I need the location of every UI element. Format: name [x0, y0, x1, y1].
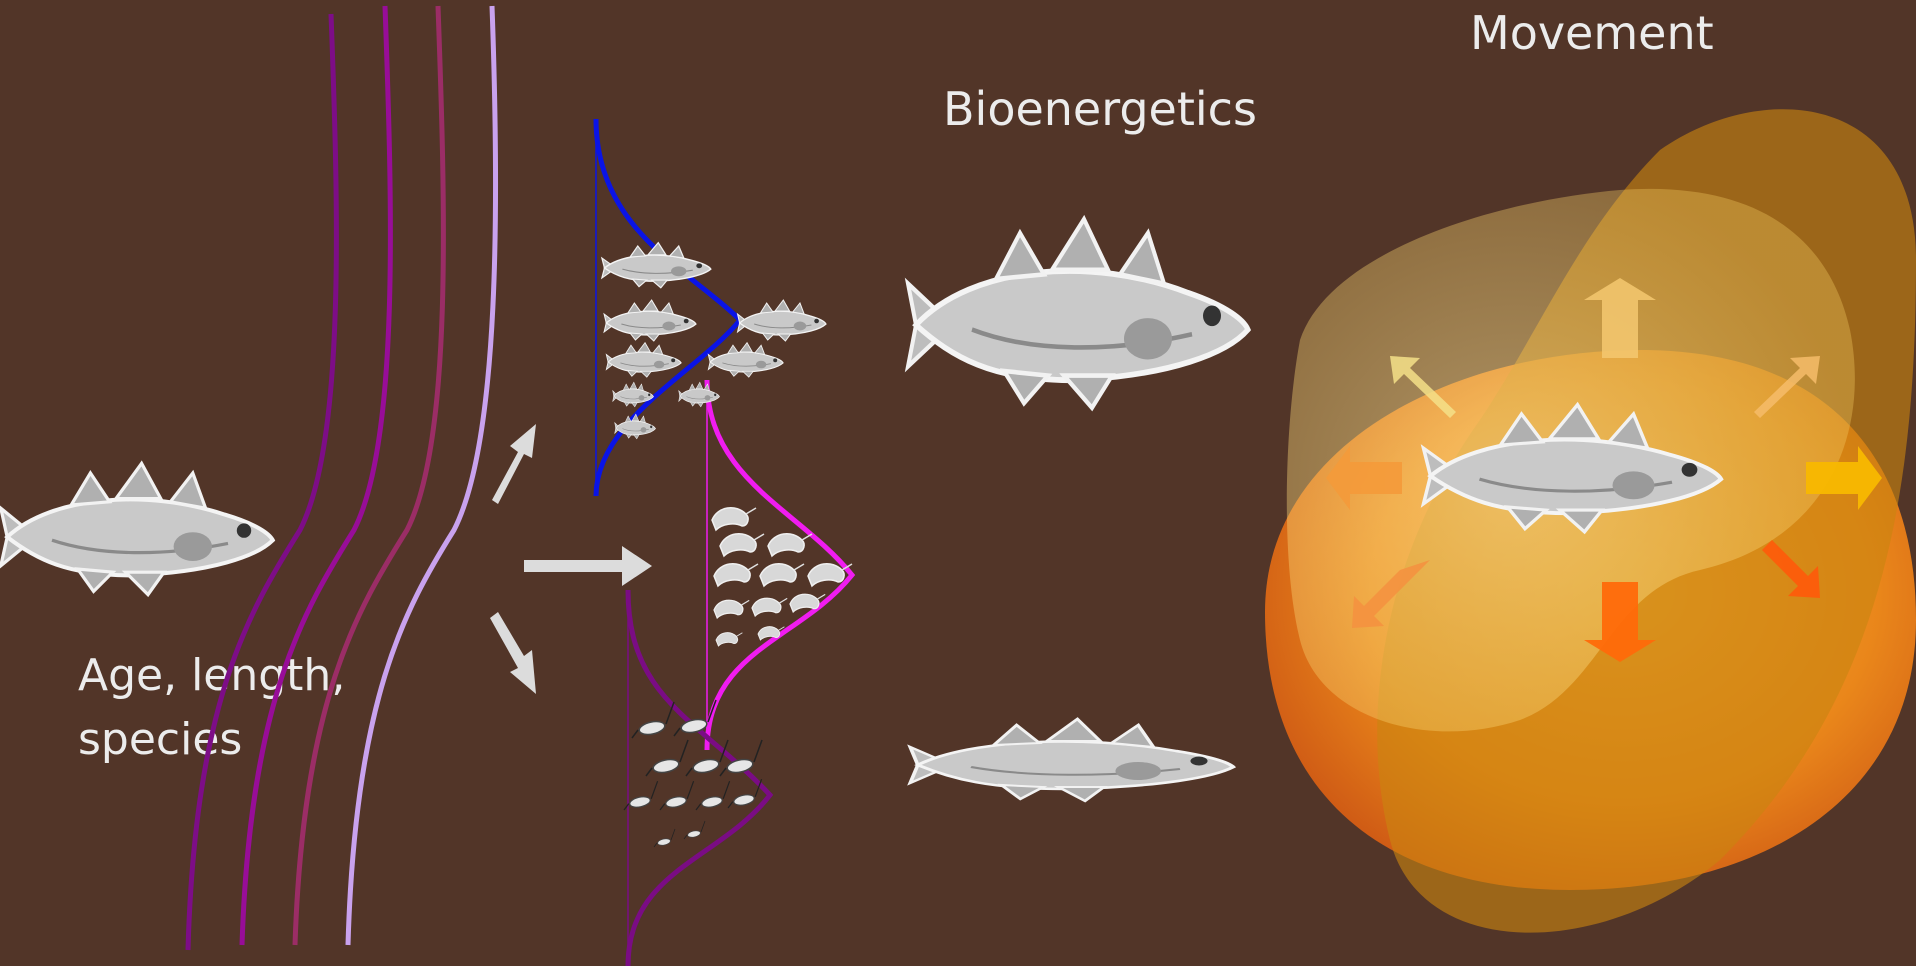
- forage-fish-school: [602, 243, 826, 439]
- large-fish-icon: [908, 219, 1248, 408]
- env-line-1: [188, 14, 336, 950]
- environment-lines: [188, 6, 496, 950]
- fish-icon: [1, 463, 273, 594]
- shrimp-icon: [712, 508, 852, 646]
- zooplankton-curve: [628, 590, 770, 966]
- small-fish-icon: [910, 719, 1233, 801]
